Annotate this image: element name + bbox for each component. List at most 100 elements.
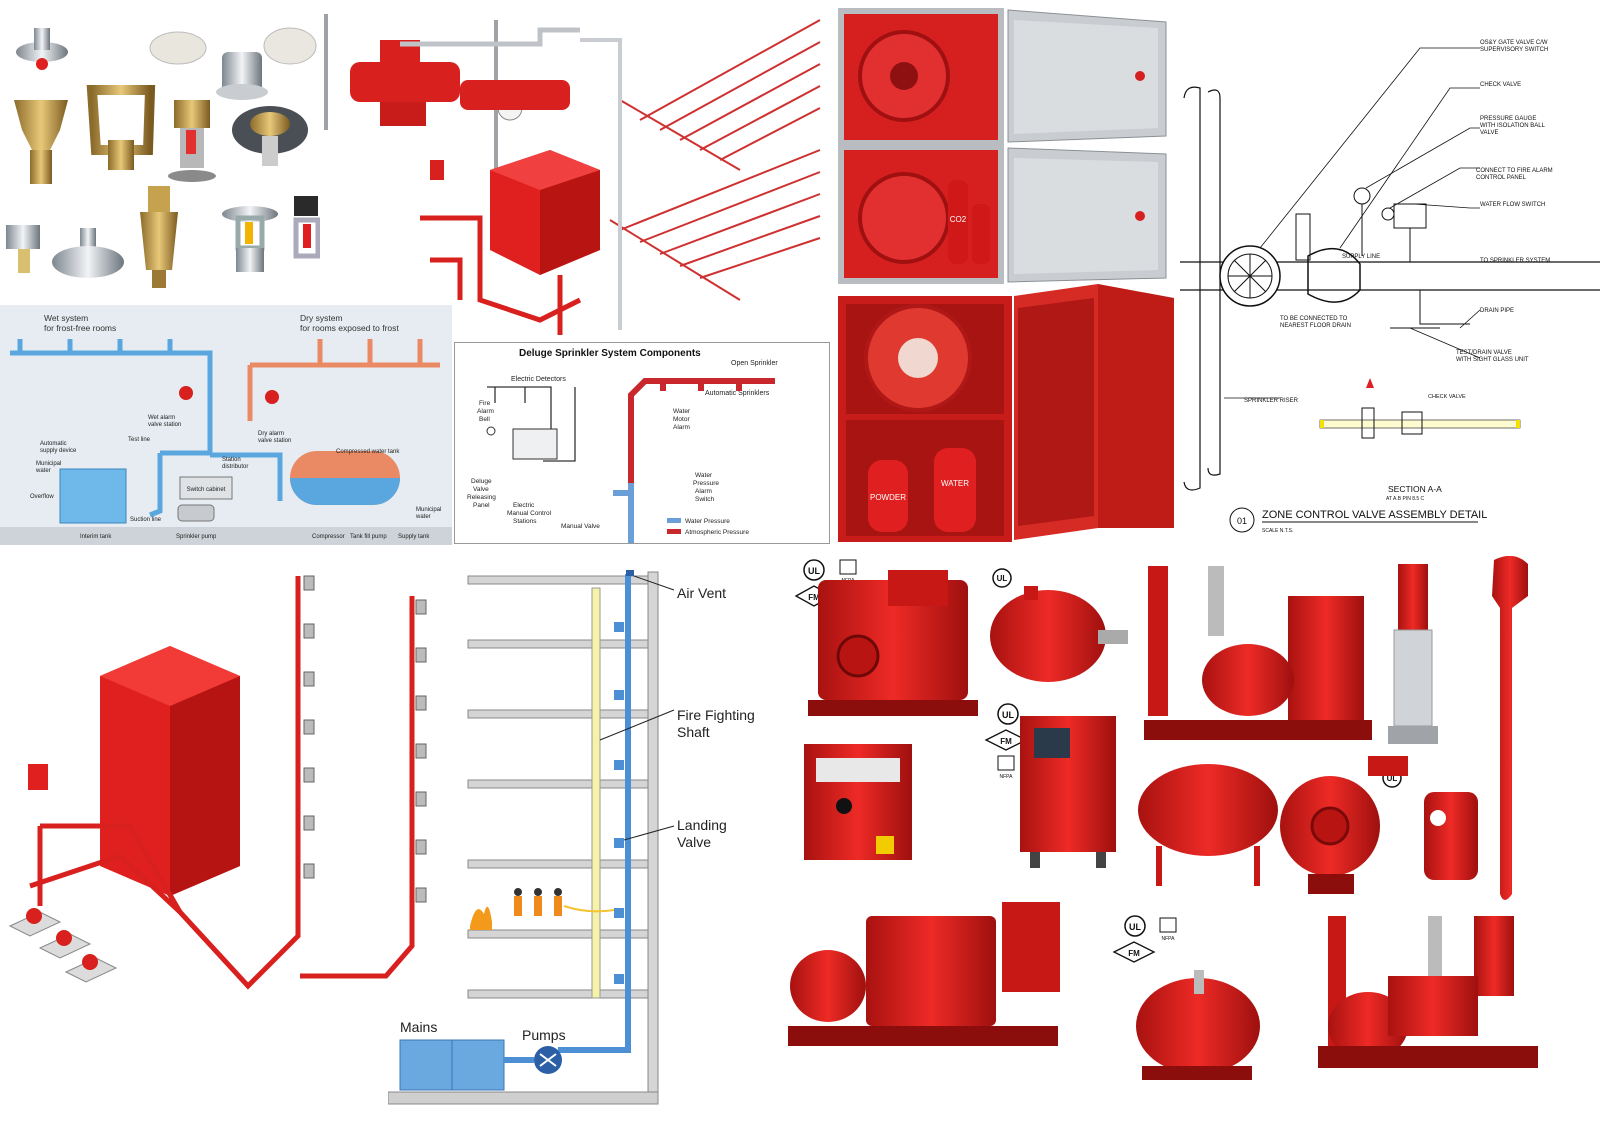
zone-control-valve-drawing: OS&Y GATE VALVE C/W SUPERVISORY SWITCH C… (1180, 40, 1600, 534)
hose-reel-cabinets-panel: CO2 POWDER WATER (838, 8, 1174, 554)
pressure-gauge (1353, 187, 1371, 256)
co2-label: CO2 (950, 215, 967, 224)
legend-atmospheric-pressure: Atmospheric Pressure (685, 529, 749, 536)
deluge-alarm: Alarm (477, 408, 494, 415)
zv-label-to-be-connected: TO BE CONNECTED TO (1280, 316, 1348, 322)
badge-fm: FM (808, 593, 820, 602)
water-flow-switch (1381, 203, 1427, 262)
deluge-water2: Water (695, 472, 713, 479)
deluge-manual-control: Manual Control (507, 510, 552, 517)
deluge-automatic-sprinklers: Automatic Sprinklers (705, 390, 770, 397)
label-suction-line: Suction line (130, 517, 162, 523)
dry-pipes (247, 339, 440, 421)
blue-riser-pipe (558, 574, 631, 1053)
isometric-riser-illustration (8, 575, 427, 990)
deluge-system-diagram: Deluge Sprinkler System Components Open … (467, 348, 778, 543)
control-box (28, 764, 48, 790)
label-dry-valve-station: valve station (258, 438, 291, 444)
wet-system-subtitle: for frost-free rooms (44, 323, 116, 333)
leader-lines (1224, 47, 1481, 399)
detector-wiring (487, 386, 576, 462)
pipe-grid-upper (619, 19, 821, 171)
label-wet-valve-station: valve station (148, 422, 181, 428)
label-compressor: Compressor (312, 534, 345, 540)
water-label: WATER (941, 479, 969, 488)
drain-assembly (1390, 290, 1470, 329)
label-tank-fill-pump: Tank fill pump (350, 534, 387, 540)
deluge-bell: Bell (479, 416, 490, 423)
deluge-stations: Stations (513, 518, 537, 525)
check-valve-body (1307, 247, 1361, 303)
badge-nfpa-3: NFPA (1162, 936, 1176, 942)
sprinkler-pump (177, 504, 215, 522)
deluge-water: Water (673, 408, 691, 415)
cert-badges-split-case: UL FM NFPA (1112, 915, 1177, 963)
brass-nozzle-sprinkler (140, 186, 178, 288)
zv-label-supply-line: SUPPLY LINE (1342, 254, 1380, 260)
landing-label-line2: Valve (677, 834, 711, 850)
deluge-water-pipe (613, 483, 634, 543)
fire-pump-controller (804, 744, 912, 860)
label-water: water (35, 468, 51, 474)
badge-ul-5: UL (1387, 774, 1398, 783)
alarm-bell-box (430, 160, 444, 180)
label-interim-tank: Interim tank (80, 534, 112, 540)
badge-ul-3: UL (1002, 710, 1014, 720)
label-municipal: Municipal (36, 461, 61, 467)
air-vent-label: Air Vent (677, 585, 726, 601)
deluge-electric: Electric (513, 502, 535, 509)
badge-ul: UL (808, 566, 820, 576)
pendent-sprinkler-red-bulb (293, 196, 320, 259)
zv-label-check-valve-2: CHECK VALVE (1428, 394, 1466, 400)
zv-section-sub: AT A.B PIN 8.5 C (1386, 496, 1425, 502)
steel-riser (580, 38, 622, 330)
label-dry-alarm: Dry alarm (258, 431, 284, 437)
building-section-diagram: Air Vent Fire Fighting Shaft Landing Val… (388, 570, 755, 1105)
zv-label-supervisory: SUPERVISORY SWITCH (1480, 47, 1548, 53)
deluge-pressure: Pressure (693, 480, 719, 487)
red-cabinet: POWDER WATER (838, 284, 1174, 542)
building-section-panel: Air Vent Fire Fighting Shaft Landing Val… (388, 570, 788, 1132)
zv-title: ZONE CONTROL VALVE ASSEMBLY DETAIL (1262, 509, 1487, 521)
zv-label-check-valve: CHECK VALVE (1480, 82, 1521, 88)
co2-extinguisher (948, 180, 968, 264)
fire-pumps-panel: UL FM NFPA UL UL FM NFPA UL FM NFPA (788, 556, 1600, 1131)
floor-slab (0, 527, 452, 545)
ground-slab (388, 1091, 659, 1105)
deluge-title: Deluge Sprinkler System Components (519, 348, 701, 359)
label-distributor: distributor (222, 464, 248, 470)
hose-reel-cabinets-illustration: CO2 POWDER WATER (838, 8, 1174, 542)
label-municipal-right: Municipal (416, 507, 441, 513)
red-riser-pipes (29, 576, 415, 990)
zv-label-fire-alarm: CONNECT TO FIRE ALARM (1476, 168, 1553, 174)
wet-alarm-bell (179, 386, 193, 400)
label-overflow: Overflow (30, 494, 54, 500)
upright-sprinkler-red-bulb (222, 206, 278, 272)
upright-sprinkler-brass (14, 100, 68, 184)
vertical-turbine-pump (1492, 556, 1528, 900)
badge-fm-3: FM (1128, 949, 1140, 958)
flush-sprinkler (52, 228, 124, 278)
water-tank-red (490, 150, 600, 275)
diesel-pump-set-bottom (788, 902, 1060, 1046)
deluge-red-pipe (628, 378, 775, 531)
sprinkler-heads-panel (0, 0, 320, 305)
landing-valves (614, 622, 624, 984)
concealed-sprinkler-cap (263, 27, 317, 65)
badge-ul-2: UL (997, 574, 1008, 583)
zv-label-to-sprinkler: TO SPRINKLER SYSTEM (1480, 258, 1550, 264)
zv-label-water-flow: WATER FLOW SWITCH (1480, 202, 1545, 208)
floor-slabs (467, 575, 649, 999)
deluge-alarm2: Alarm (673, 424, 690, 431)
label-automatic: Automatic (40, 441, 67, 447)
upright-sprinkler-chrome (86, 85, 156, 170)
zv-label-control-panel: CONTROL PANEL (1476, 175, 1527, 181)
interim-tank (59, 468, 127, 524)
zv-label-pressure-gauge: PRESSURE GAUGE (1480, 116, 1536, 122)
zv-label-floor-drain: NEAREST FLOOR DRAIN (1280, 323, 1351, 329)
badge-ul-4: UL (1129, 922, 1141, 932)
label-supply-tank: Supply tank (398, 534, 430, 540)
shaft-leader (599, 709, 675, 741)
pump-icon-blades (539, 1053, 557, 1067)
cert-badges-controller: UL FM NFPA (984, 703, 1028, 780)
